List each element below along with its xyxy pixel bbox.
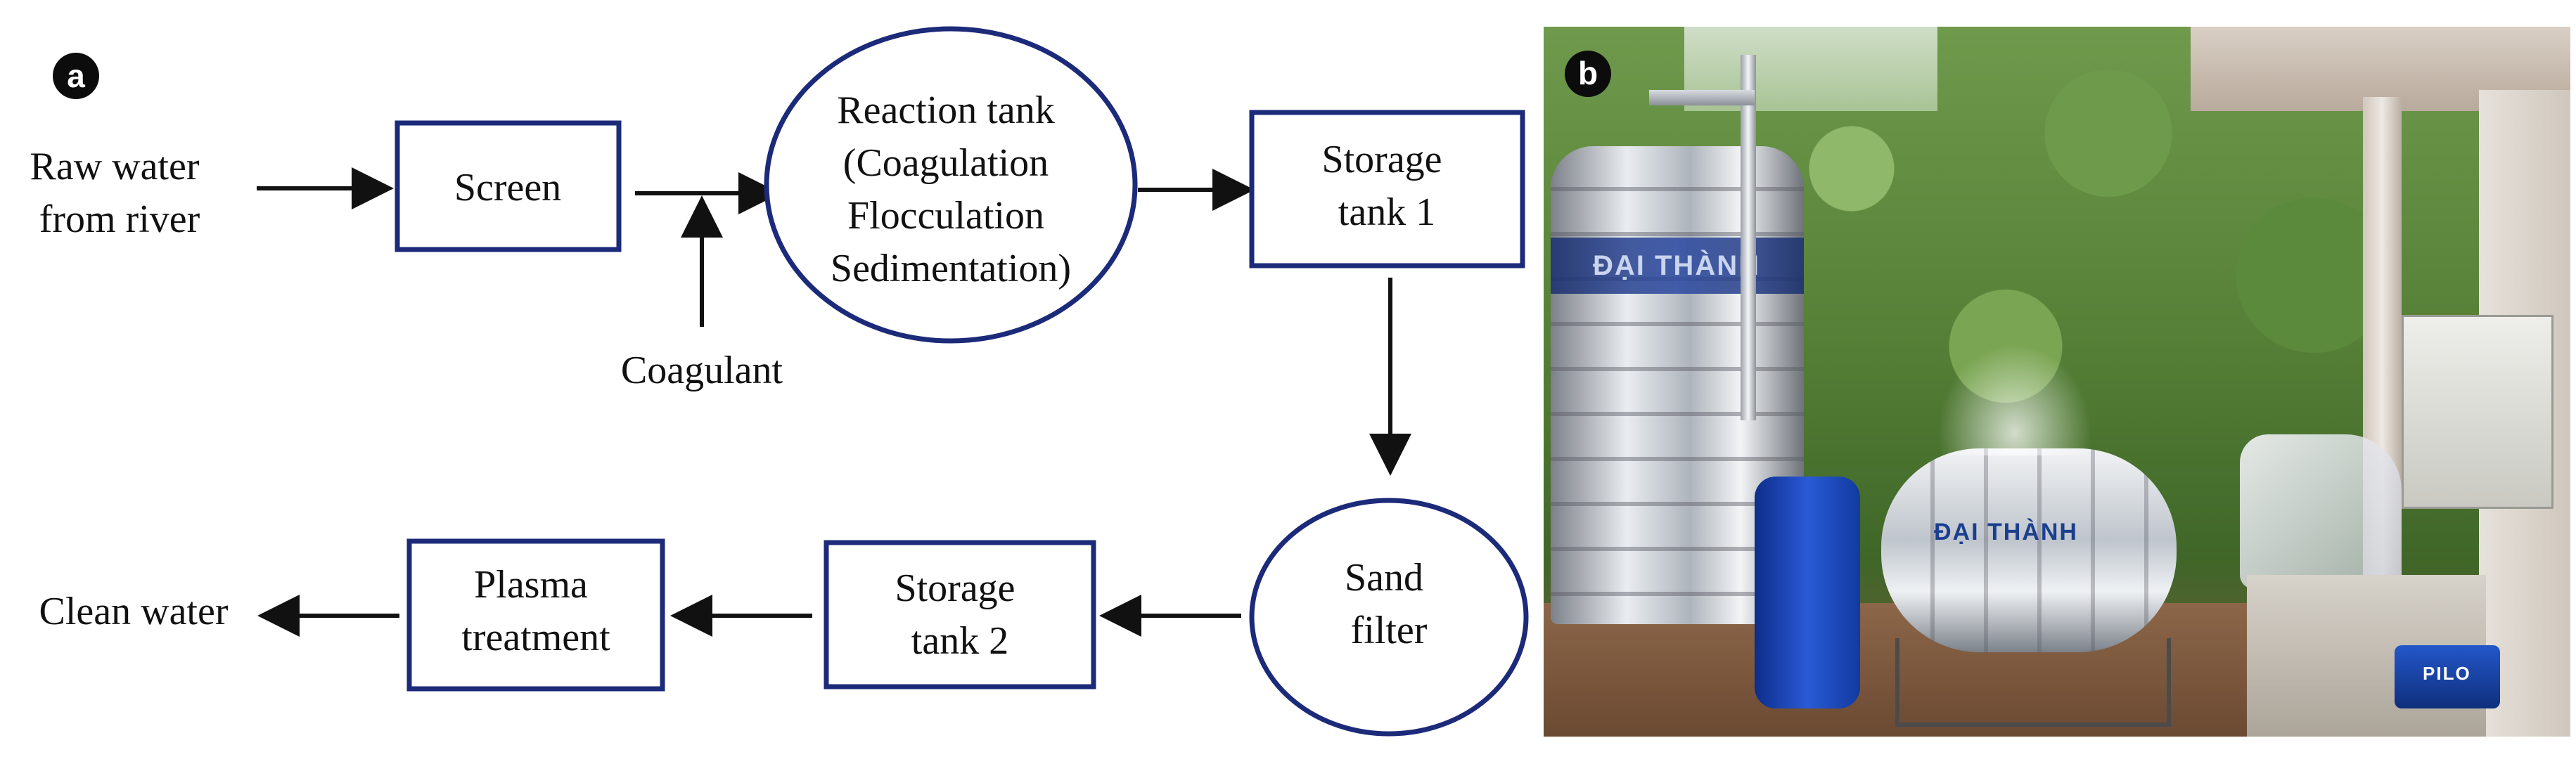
panel-a-letter: a (67, 58, 85, 94)
tank-stand (1895, 638, 2171, 727)
water-spray (1937, 343, 2092, 455)
control-cabinet (2402, 315, 2553, 509)
reaction-tank-label: Reaction tank (Coagulation Flocculation … (831, 89, 1071, 290)
panel-b-badge: b (1565, 51, 1611, 97)
reaction-tank-ellipse (764, 26, 1138, 344)
node-labels: Raw water from river Screen Reaction tan… (30, 89, 1452, 663)
vertical-tank-brand: ĐẠI THÀNH (1593, 250, 1760, 281)
vertical-pipe (1741, 55, 1756, 420)
storage-tank-2-box (824, 540, 1096, 689)
treatment-system-photo: ĐẠI THÀNH ĐẠI THÀNH PILO (1544, 27, 2570, 737)
sand-filter-label: Sand filter (1345, 556, 1433, 652)
screen-label: Screen (454, 166, 561, 209)
storage-tank-1-box (1249, 110, 1525, 268)
plasma-treatment-box (406, 538, 665, 692)
flow-arrows (257, 167, 1411, 637)
screen-box (395, 120, 622, 252)
blue-barrel (1755, 477, 1860, 708)
blue-pump (2395, 645, 2500, 708)
panel-a-badge: a (53, 53, 99, 99)
pump-brand: PILO (2423, 663, 2471, 684)
coagulant-label: Coagulant (621, 349, 783, 392)
node-shapes (395, 26, 1529, 737)
vertical-tank-blue-band (1551, 238, 1804, 294)
plasma-treatment-label: Plasma treatment (461, 563, 610, 659)
storage-tank-2-label: Storage tank 2 (895, 566, 1025, 663)
storage-tank-1-label: Storage tank 1 (1321, 138, 1452, 234)
top-pipe (1649, 90, 1755, 105)
raw-water-label: Raw water from river (30, 145, 209, 241)
plastic-cover (2240, 434, 2402, 589)
horizontal-stainless-tank (1881, 448, 2177, 652)
horizontal-tank-brand: ĐẠI THÀNH (1934, 519, 2078, 545)
clean-water-label: Clean water (39, 590, 229, 633)
sand-filter-ellipse (1249, 498, 1529, 737)
